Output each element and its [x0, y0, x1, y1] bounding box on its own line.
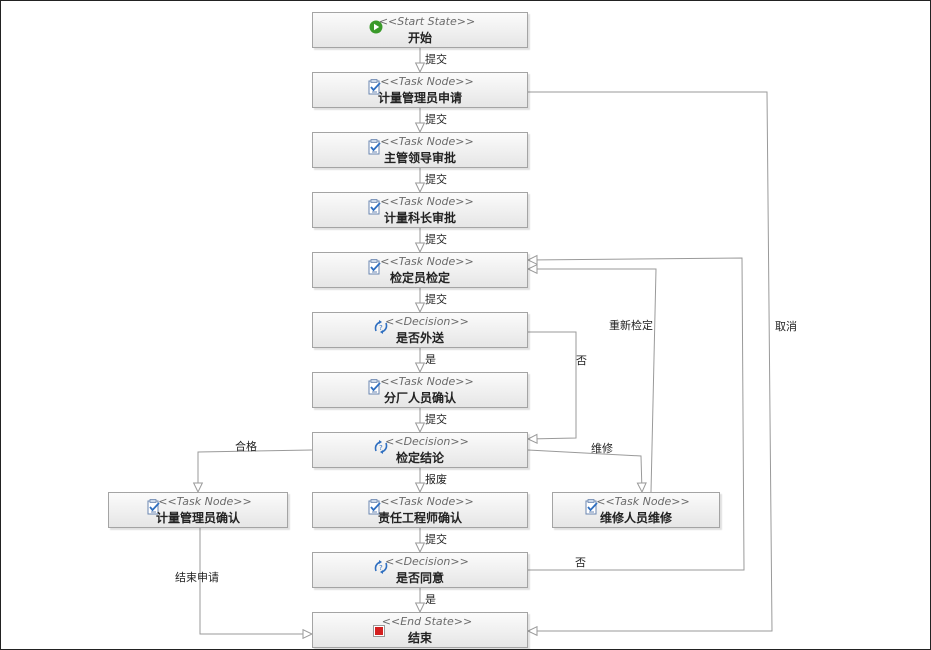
node-stereotype: <<Task Node>>: [596, 495, 690, 508]
node-send-decision[interactable]: ? <<Decision>> 是否外送: [312, 312, 528, 348]
node-stereotype: <<Task Node>>: [380, 255, 474, 268]
edge-no-1-arrowhead: [526, 433, 538, 444]
edge-label-submit: 提交: [425, 293, 447, 306]
node-repair[interactable]: <<Task Node>> 维修人员维修: [552, 492, 720, 528]
edge-label-submit: 提交: [425, 53, 447, 66]
node-stereotype: <<Decision>>: [385, 315, 469, 328]
edge-submit-4-arrowhead: [414, 242, 426, 254]
edge-label-submit: 提交: [425, 233, 447, 246]
node-stereotype: <<End State>>: [381, 615, 473, 628]
node-engineer[interactable]: <<Task Node>> 责任工程师确认: [312, 492, 528, 528]
edge-label-pass: 合格: [235, 440, 257, 453]
edge-label-scrap: 报废: [425, 473, 447, 486]
edge-label-no: 否: [576, 354, 587, 367]
node-lead[interactable]: <<Task Node>> 主管领导审批: [312, 132, 528, 168]
svg-text:?: ?: [379, 324, 383, 332]
task-icon: [368, 139, 382, 155]
node-stereotype: <<Task Node>>: [380, 75, 474, 88]
task-icon: [147, 499, 161, 515]
node-title: 检定结论: [395, 451, 444, 465]
edge-no-2-arrowhead: [526, 254, 538, 266]
edge-label-submit: 提交: [425, 173, 447, 186]
node-start[interactable]: <<Start State>> 开始: [312, 12, 528, 48]
stop-icon: [373, 622, 387, 638]
edge-no-2: [527, 257, 745, 571]
node-title: 计量管理员申请: [377, 91, 462, 105]
node-stereotype: <<Task Node>>: [380, 495, 474, 508]
task-icon: [368, 79, 382, 95]
edge-yes-1-arrowhead: [414, 362, 426, 374]
decision-icon: ?: [373, 319, 388, 335]
task-icon: [585, 499, 599, 515]
task-icon: [368, 379, 382, 395]
node-stereotype: <<Task Node>>: [380, 135, 474, 148]
node-title: 检定员检定: [389, 271, 450, 285]
node-result-decision[interactable]: ? <<Decision>> 检定结论: [312, 432, 528, 468]
node-stereotype: <<Decision>>: [385, 555, 469, 568]
edge-cancel-arrowhead: [526, 625, 538, 637]
node-stereotype: <<Task Node>>: [380, 375, 474, 388]
node-chief[interactable]: <<Task Node>> 计量科长审批: [312, 192, 528, 228]
edge-label-finish: 结束申请: [175, 571, 219, 584]
node-agree-decision[interactable]: ? <<Decision>> 是否同意: [312, 552, 528, 588]
node-title: 主管领导审批: [383, 151, 456, 165]
edge-label-cancel: 取消: [775, 320, 797, 333]
node-apply[interactable]: <<Task Node>> 计量管理员申请: [312, 72, 528, 108]
edge-submit-6-arrowhead: [414, 422, 426, 434]
edge-finish-arrowhead: [302, 628, 314, 640]
decision-icon: ?: [373, 439, 388, 455]
node-title: 计量管理员确认: [155, 511, 240, 525]
edge-pass: [197, 449, 313, 492]
edge-submit-3-arrowhead: [414, 182, 426, 194]
node-title: 是否同意: [395, 571, 444, 585]
node-title: 分厂人员确认: [383, 391, 456, 405]
node-branch[interactable]: <<Task Node>> 分厂人员确认: [312, 372, 528, 408]
edge-label-submit: 提交: [425, 113, 447, 126]
node-title: 责任工程师确认: [377, 511, 462, 525]
node-end[interactable]: <<End State>> 结束: [312, 612, 528, 648]
edge-pass-arrowhead: [192, 482, 204, 494]
edge-cancel: [528, 91, 773, 632]
edge-label-repair: 维修: [591, 442, 613, 455]
edge-submit-5-arrowhead: [414, 302, 426, 314]
node-title: 维修人员维修: [599, 511, 672, 525]
edge-yes-2-arrowhead: [414, 602, 426, 614]
node-title: 结束: [407, 631, 432, 645]
edge-submit-7-arrowhead: [414, 542, 426, 554]
edge-submit-2-arrowhead: [414, 122, 426, 134]
edge-label-no: 否: [575, 556, 586, 569]
task-icon: [368, 199, 382, 215]
edge-no-1: [527, 331, 577, 440]
edge-reverify-arrowhead: [526, 263, 538, 275]
task-icon: [368, 499, 382, 515]
node-stereotype: <<Task Node>>: [158, 495, 252, 508]
node-admin-confirm[interactable]: <<Task Node>> 计量管理员确认: [108, 492, 288, 528]
edge-label-reverify: 重新检定: [609, 319, 653, 332]
edge-label-submit: 提交: [425, 533, 447, 546]
node-title: 是否外送: [395, 331, 444, 345]
edge-reverify: [528, 268, 657, 493]
edge-finish: [199, 528, 312, 635]
node-stereotype: <<Task Node>>: [380, 195, 474, 208]
task-icon: [368, 259, 382, 275]
edge-scrap-arrowhead: [414, 482, 426, 494]
svg-text:?: ?: [379, 444, 383, 452]
edge-label-submit: 提交: [425, 413, 447, 426]
node-stereotype: <<Start State>>: [378, 15, 476, 28]
node-stereotype: <<Decision>>: [385, 435, 469, 448]
decision-icon: ?: [373, 559, 388, 575]
svg-text:?: ?: [379, 564, 383, 572]
play-icon: [369, 19, 383, 35]
edge-repair-arrowhead: [636, 482, 647, 494]
node-title: 计量科长审批: [383, 211, 456, 225]
node-title: 开始: [407, 31, 432, 45]
edge-repair: [527, 449, 643, 493]
edge-label-yes: 是: [425, 353, 436, 366]
edge-label-yes: 是: [425, 593, 436, 606]
node-verify[interactable]: <<Task Node>> 检定员检定: [312, 252, 528, 288]
edge-submit-1-arrowhead: [414, 62, 426, 74]
